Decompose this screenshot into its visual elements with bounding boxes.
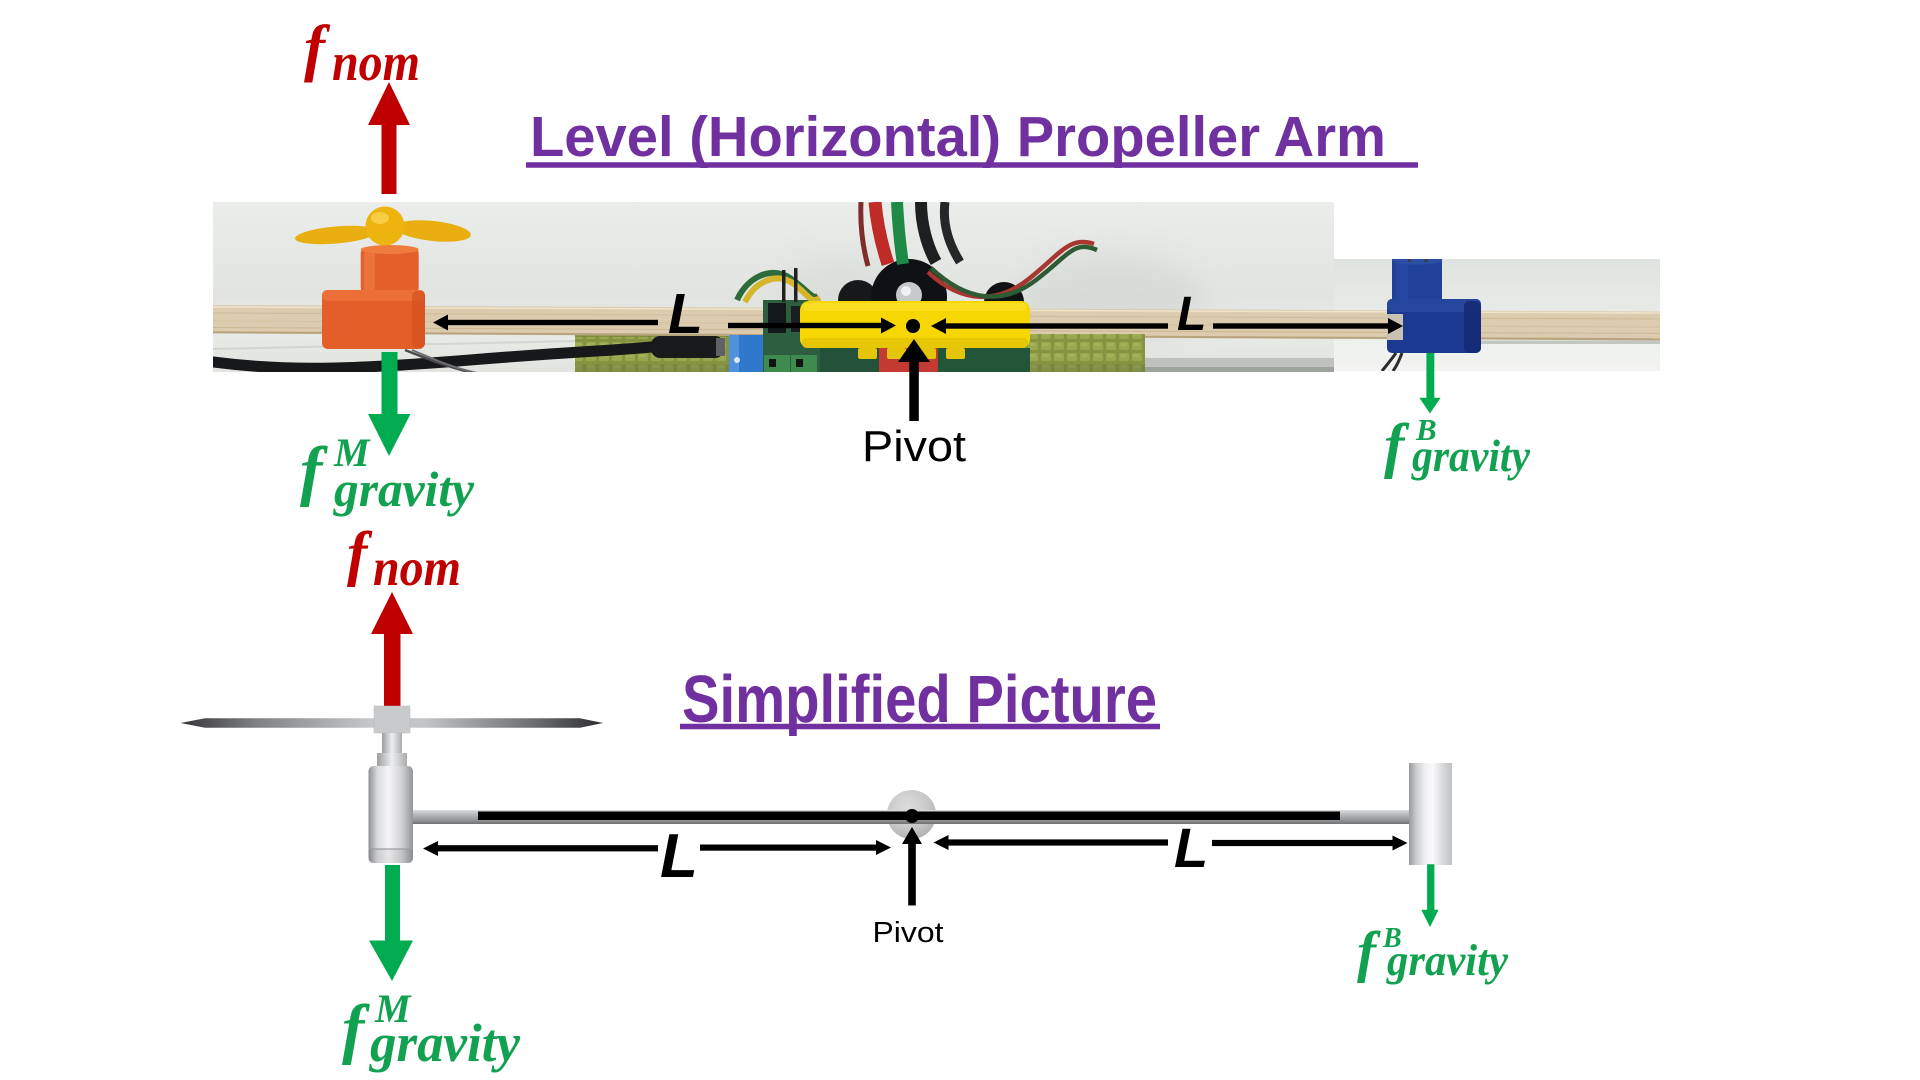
svg-text:B: B: [1382, 923, 1402, 954]
svg-text:L: L: [668, 282, 703, 346]
svg-text:nom: nom: [373, 539, 461, 597]
svg-text:nom: nom: [332, 32, 420, 92]
svg-text:Pivot: Pivot: [862, 422, 966, 471]
svg-text:gravity: gravity: [1386, 936, 1508, 985]
svg-text:M: M: [333, 430, 371, 475]
svg-text:Pivot: Pivot: [873, 917, 944, 949]
svg-text:gravity: gravity: [333, 461, 475, 517]
svg-text:B: B: [1415, 412, 1437, 447]
svg-text:L: L: [1177, 288, 1206, 341]
svg-text:L: L: [660, 822, 698, 891]
svg-text:L: L: [1174, 816, 1208, 879]
svg-text:M: M: [374, 986, 412, 1031]
svg-text:gravity: gravity: [1411, 431, 1531, 481]
svg-text:gravity: gravity: [369, 1013, 521, 1073]
svg-text:Level (Horizontal) Propeller A: Level (Horizontal) Propeller Arm: [530, 105, 1386, 168]
